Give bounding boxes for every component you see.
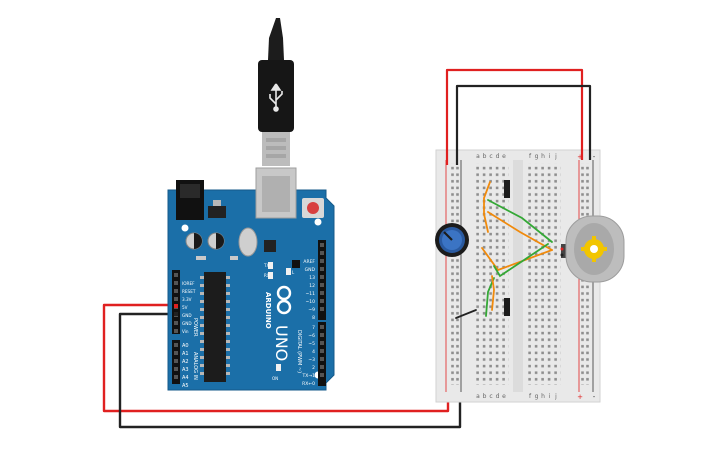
pin-label-a5: A5 — [182, 383, 189, 389]
pin-label-13: 13 — [309, 275, 315, 281]
infinity-logo-icon — [276, 285, 292, 315]
wire-orange-4[interactable] — [491, 275, 495, 311]
model-label: UNO — [272, 325, 291, 361]
col-label-b: b — [483, 153, 487, 160]
pin-label-gnd-2: GND — [182, 321, 192, 326]
col-label-e-bottom: e — [502, 393, 506, 400]
wire-orange-2[interactable] — [487, 211, 553, 251]
rail-minus-bottom: - — [593, 393, 596, 401]
col-label-i-bottom: i — [549, 393, 551, 400]
pin-label-4: 4 — [312, 349, 315, 355]
usb-cable[interactable] — [258, 18, 294, 166]
jumper-wires[interactable] — [455, 181, 553, 319]
col-label-h: h — [541, 153, 545, 160]
pin-label-3v3: 3.3V — [182, 297, 192, 302]
col-label-e: e — [502, 153, 506, 160]
slide-switch-bottom[interactable] — [504, 298, 510, 316]
col-label-a: a — [476, 153, 480, 160]
rail-minus-top: - — [593, 153, 596, 161]
col-label-j-bottom: j — [554, 393, 557, 400]
col-label-f-bottom: f — [529, 393, 532, 400]
wire-green-2[interactable] — [493, 243, 549, 278]
power-header[interactable] — [172, 270, 180, 334]
digital-header-lower[interactable] — [318, 322, 326, 386]
power-header-label: POWER — [192, 318, 198, 337]
pin-label-gnd-1: GND — [182, 313, 192, 318]
pin-label-12: 12 — [309, 283, 315, 289]
potentiometer-icon[interactable] — [435, 223, 469, 257]
col-label-a-bottom: a — [476, 393, 480, 400]
dc-motor-icon[interactable] — [560, 215, 625, 283]
pin-label-3: ~3 — [308, 357, 315, 363]
digital-header-label: DIGITAL (PWM ~) — [296, 330, 302, 373]
wire-red-top-rail[interactable] — [445, 68, 584, 165]
pin-label-5v: 5V — [182, 305, 188, 310]
wire-green-3[interactable] — [485, 277, 495, 317]
pin-label-aref: AREF — [303, 259, 315, 265]
pin-label-a1: A1 — [182, 351, 189, 357]
col-label-i: i — [549, 153, 551, 160]
usb-symbol-icon — [269, 83, 283, 112]
slide-switch-top[interactable] — [504, 180, 510, 198]
brand-label: ARDUINO — [264, 292, 272, 329]
pin-label-gnd-d: GND — [305, 267, 316, 273]
rail-plus-top: + — [577, 153, 583, 161]
arduino-uno-board[interactable]: TX RX L ON — [167, 167, 335, 391]
atmega-chip — [204, 272, 226, 382]
col-label-b-bottom: b — [483, 393, 487, 400]
pin-label-7: 7 — [312, 325, 315, 331]
pin-label-a4: A4 — [182, 375, 189, 381]
power-rail-left[interactable] — [449, 163, 459, 385]
pin-label-5: ~5 — [308, 341, 315, 347]
pin-label-a2: A2 — [182, 359, 189, 365]
col-label-d-bottom: d — [496, 393, 500, 400]
pin-label-vin: Vin — [182, 329, 189, 334]
pin-label-11: ~11 — [306, 291, 316, 297]
pin-label-2: 2 — [312, 365, 315, 371]
col-label-g-bottom: g — [535, 393, 539, 400]
wire-orange-1[interactable] — [483, 181, 491, 233]
wire-red-5v[interactable] — [102, 303, 450, 413]
pin-label-9: ~9 — [308, 307, 315, 313]
pin-label-a0: A0 — [182, 343, 189, 349]
pin-label-rx0: RX←0 — [302, 381, 315, 387]
digital-header-upper[interactable] — [318, 240, 326, 320]
board-leds — [268, 262, 291, 371]
pin-label-6: ~6 — [308, 333, 315, 339]
rail-plus-bottom: + — [577, 393, 583, 401]
led-label-tx: TX — [263, 263, 269, 268]
col-label-h-bottom: h — [541, 393, 545, 400]
wire-green-1[interactable] — [487, 199, 553, 243]
on-label: ON — [272, 376, 278, 381]
col-label-c-bottom: c — [489, 393, 492, 400]
analog-header-label: ANALOG IN — [192, 352, 198, 380]
terminal-strip-right[interactable] — [527, 163, 561, 385]
wire-black-short[interactable] — [455, 309, 477, 319]
col-label-j: j — [554, 153, 557, 160]
wire-black-top-rail[interactable] — [455, 84, 592, 165]
pin-label-reset: RESET — [182, 289, 196, 294]
wire-black-gnd[interactable] — [118, 312, 462, 429]
pin-label-10: ~10 — [306, 299, 316, 305]
wire-orange-3[interactable] — [481, 247, 553, 272]
led-label-rx: RX — [264, 273, 270, 278]
pin-label-a3: A3 — [182, 367, 189, 373]
breadboard[interactable]: a b c d e f g h i j a b c d e f g h i j … — [435, 149, 601, 403]
col-label-d: d — [496, 153, 500, 160]
col-label-f: f — [529, 153, 532, 160]
col-label-c: c — [489, 153, 492, 160]
led-label-l: L — [292, 270, 295, 275]
pin-label-ioref: IOREF — [182, 281, 195, 286]
pin-label-8: 8 — [312, 315, 315, 321]
col-label-g: g — [535, 153, 539, 160]
gear-icon — [581, 236, 607, 262]
pin-label-tx1: TX→1 — [302, 373, 316, 379]
